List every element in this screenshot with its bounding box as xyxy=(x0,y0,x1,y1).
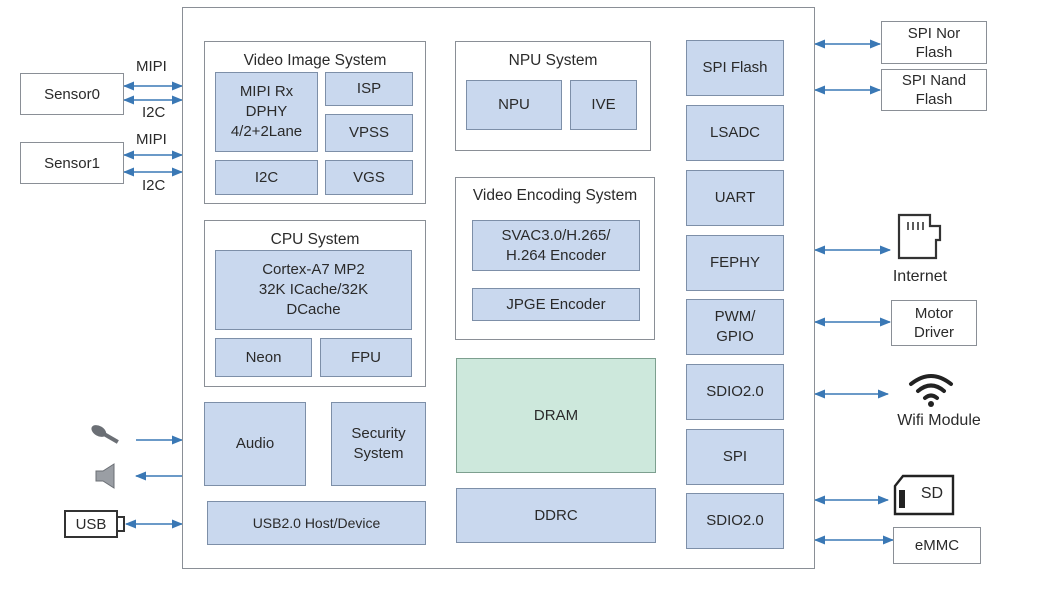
npu-block: NPU xyxy=(466,80,562,130)
internet-label: Internet xyxy=(892,268,948,285)
emmc-box: eMMC xyxy=(893,527,981,564)
emmc-label: eMMC xyxy=(914,537,960,554)
sdio-label-1: SDIO2.0 xyxy=(706,383,764,400)
vpss-block: VPSS xyxy=(325,114,413,152)
fpu-label: FPU xyxy=(351,348,381,366)
vgs-label: VGS xyxy=(353,168,385,186)
dram-block: DRAM xyxy=(456,358,656,473)
i2c-block-label: I2C xyxy=(254,168,279,186)
mipi-rx-block: MIPI Rx DPHY 4/2+2Lane xyxy=(215,72,318,152)
i2c-label-0: I2C xyxy=(142,104,166,121)
spi-flash-block: SPI Flash xyxy=(686,40,784,96)
vpss-label: VPSS xyxy=(348,124,390,141)
microphone-icon xyxy=(91,425,119,444)
usb-label: USB xyxy=(75,515,107,533)
fephy-label: FEPHY xyxy=(709,254,760,271)
isp-block: ISP xyxy=(325,72,413,106)
spi-nand-flash-box: SPI Nand Flash xyxy=(881,69,987,111)
usb-host-block: USB2.0 Host/Device xyxy=(207,501,426,545)
sdio-block-1: SDIO2.0 xyxy=(686,364,784,420)
cpu-system-title: CPU System xyxy=(270,231,360,248)
sdio-block-2: SDIO2.0 xyxy=(686,493,784,549)
neon-label: Neon xyxy=(245,348,282,366)
security-label: Security System xyxy=(351,425,406,462)
spi-nor-flash-box: SPI Nor Flash xyxy=(881,21,987,64)
spi-nand-flash-label: SPI Nand Flash xyxy=(901,72,967,108)
usb-host-label: USB2.0 Host/Device xyxy=(252,515,381,531)
ethernet-port-icon xyxy=(897,213,942,260)
i2c-block: I2C xyxy=(215,160,318,195)
sd-label: SD xyxy=(920,485,944,502)
vgs-block: VGS xyxy=(325,160,413,195)
jpge-encoder-label: JPGE Encoder xyxy=(506,295,606,313)
dram-label: DRAM xyxy=(533,406,579,424)
sd-card-icon xyxy=(893,474,955,516)
isp-label: ISP xyxy=(356,80,382,97)
fephy-block: FEPHY xyxy=(686,235,784,291)
sensor0-box: Sensor0 xyxy=(20,73,124,115)
lsadc-label: LSADC xyxy=(709,124,761,141)
cortex-block: Cortex-A7 MP2 32K ICache/32K DCache xyxy=(215,250,412,330)
speaker-icon xyxy=(95,463,115,489)
npu-label: NPU xyxy=(498,96,530,113)
wifi-icon xyxy=(909,374,953,407)
pwm-gpio-block: PWM/ GPIO xyxy=(686,299,784,355)
fpu-block: FPU xyxy=(320,338,412,377)
pwm-gpio-label: PWM/ GPIO xyxy=(714,308,756,345)
mipi-label-1: MIPI xyxy=(136,131,167,148)
sdio-label-2: SDIO2.0 xyxy=(706,512,764,529)
npu-system-title: NPU System xyxy=(508,52,598,69)
uart-label: UART xyxy=(714,189,756,206)
sensor1-label: Sensor1 xyxy=(44,154,100,172)
cortex-label: Cortex-A7 MP2 32K ICache/32K DCache xyxy=(258,261,369,318)
security-block: Security System xyxy=(331,402,426,486)
neon-block: Neon xyxy=(215,338,312,377)
sensor1-box: Sensor1 xyxy=(20,142,124,184)
sensor0-label: Sensor0 xyxy=(44,85,100,103)
i2c-label-1: I2C xyxy=(142,177,166,194)
uart-block: UART xyxy=(686,170,784,226)
spi-label: SPI xyxy=(722,448,748,465)
video-image-system-title: Video Image System xyxy=(243,52,387,69)
svac-encoder-label: SVAC3.0/H.265/ H.264 Encoder xyxy=(501,226,611,264)
ive-block: IVE xyxy=(570,80,637,130)
motor-driver-box: Motor Driver xyxy=(891,300,977,346)
mipi-rx-label: MIPI Rx DPHY 4/2+2Lane xyxy=(230,83,303,140)
ddrc-label: DDRC xyxy=(534,506,578,524)
mipi-label-0: MIPI xyxy=(136,58,167,75)
spi-nor-flash-label: SPI Nor Flash xyxy=(907,24,961,61)
spi-block: SPI xyxy=(686,429,784,485)
svac-encoder-block: SVAC3.0/H.265/ H.264 Encoder xyxy=(472,220,640,271)
wifi-module-label: Wifi Module xyxy=(897,412,981,429)
audio-label: Audio xyxy=(235,435,275,452)
ddrc-block: DDRC xyxy=(456,488,656,543)
usb-plug: USB xyxy=(64,510,118,538)
lsadc-block: LSADC xyxy=(686,105,784,161)
spi-flash-label: SPI Flash xyxy=(702,59,768,76)
video-encoding-system-title: Video Encoding System xyxy=(472,187,638,204)
audio-block: Audio xyxy=(204,402,306,486)
usb-plug-tip xyxy=(117,516,125,532)
ive-label: IVE xyxy=(591,96,616,113)
jpge-encoder-block: JPGE Encoder xyxy=(472,288,640,321)
motor-driver-label: Motor Driver xyxy=(914,305,954,341)
